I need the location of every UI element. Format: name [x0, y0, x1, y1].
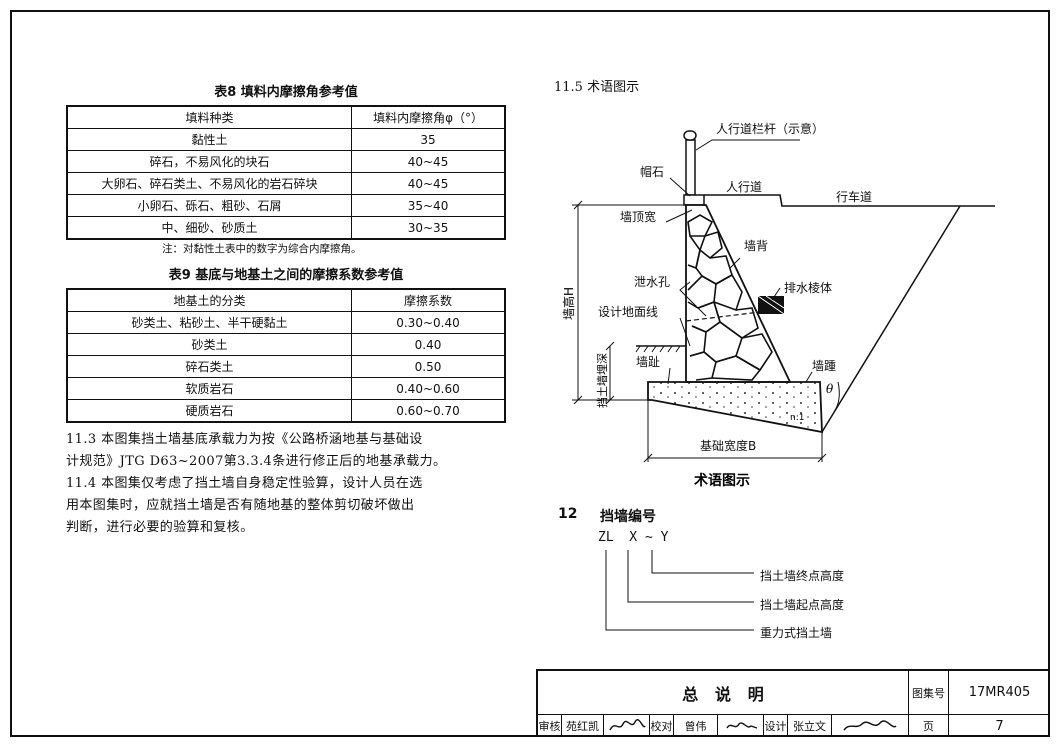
- buried-depth-dimension: [605, 341, 615, 405]
- drain-prism-label: 排水棱体: [784, 280, 832, 295]
- table8-caption: 表8 填料内摩擦角参考值: [214, 85, 358, 100]
- masonry-pattern: [687, 214, 773, 381]
- title-block: 总 说 明 图集号 17MR405 审核 苑红凯 校对 曾伟 设计 张立文 页 …: [536, 669, 1050, 737]
- table9-header-soil: 地基土的分类: [66, 288, 352, 312]
- reviewer-signature: [604, 715, 650, 737]
- retaining-wall-diagram: n:1 θ 墙高H 挡土墙埋深 人行道栏杆（示意） 帽石: [561, 121, 995, 489]
- table-cell-value: 0.40: [350, 333, 506, 356]
- table8-note: 注：对黏性土表中的数字为综合内摩擦角。: [162, 243, 362, 255]
- paragraph-line: 11.4 本图集仅考虑了挡土墙自身稳定性验算，设计人员在选: [66, 476, 423, 491]
- check-label: 校对: [650, 715, 674, 737]
- numbering-code: ZL X ~ Y: [598, 530, 669, 545]
- table-cell-category: 砂类土: [66, 333, 352, 356]
- diagram-caption: 术语图示: [694, 472, 750, 489]
- drain-hole-line: [685, 311, 761, 322]
- wall-back-label: 墙背: [744, 239, 768, 253]
- roadway-label: 行车道: [836, 189, 872, 204]
- page-label: 页: [909, 715, 949, 737]
- paragraph-line: 用本图集时，应就挡土墙是否有随地基的整体剪切破坏做出: [66, 498, 415, 513]
- table8-header-material: 填料种类: [66, 105, 353, 129]
- buried-depth-label: 挡土墙埋深: [595, 353, 609, 408]
- railing-icon: [683, 130, 697, 196]
- table9-header-coefficient: 摩擦系数: [350, 288, 506, 312]
- table-cell-value: 35~40: [351, 194, 506, 217]
- review-label: 审核: [538, 715, 562, 737]
- table-cell-category: 小卵石、砾石、粗砂、石屑: [66, 194, 353, 217]
- section-12-title: 挡墙编号: [600, 509, 656, 525]
- table-cell-value: 40~45: [351, 150, 506, 173]
- checker-name: 曾伟: [674, 715, 718, 737]
- cap-stone-shape: [683, 194, 705, 206]
- atlas-label: 图集号: [909, 671, 949, 715]
- numbering-item-start-height: 挡土墙起点高度: [760, 598, 845, 612]
- top-width-label: 墙顶宽: [620, 209, 656, 224]
- table-cell-value: 0.60~0.70: [350, 399, 506, 423]
- backfill-slope-line: [821, 205, 961, 433]
- table-cell-category: 硬质岩石: [66, 399, 352, 423]
- drawing-frame: [10, 10, 1050, 737]
- table-cell-category: 中、细砂、砂质土: [66, 216, 353, 240]
- numbering-item-end-height: 挡土墙终点高度: [760, 569, 845, 583]
- reviewer-name: 苑红凯: [562, 715, 604, 737]
- section-11-5-title: 11.5 术语图示: [554, 80, 640, 95]
- table-cell-value: 40~45: [351, 172, 506, 195]
- notes-text: 11.3 本图集挡土墙基底承载力为按《公路桥涵地基与基础设 计规范》JTG D6…: [66, 429, 516, 539]
- numbering-item-gravity-wall: 重力式挡土墙: [760, 626, 833, 640]
- slope-label: n:1: [790, 413, 804, 423]
- heel-label: 墙踵: [812, 359, 836, 373]
- table-cell-value: 0.30~0.40: [350, 311, 506, 334]
- table-cell-category: 软质岩石: [66, 377, 352, 400]
- drain-hole-label: 泄水孔: [634, 275, 670, 289]
- base-width-dimension: [643, 400, 827, 463]
- wall-body: [685, 204, 792, 383]
- base-width-label: 基础宽度B: [700, 438, 756, 453]
- table9-caption: 表9 基底与地基土之间的摩擦系数参考值: [168, 268, 404, 283]
- table8-header-angle: 填料内摩擦角φ（°）: [351, 105, 506, 129]
- table-cell-category: 砂类土、粘砂土、半干硬黏土: [66, 311, 352, 334]
- paragraph-line: 11.3 本图集挡土墙基底承载力为按《公路桥涵地基与基础设: [66, 432, 423, 447]
- railing-label: 人行道栏杆（示意）: [716, 121, 824, 136]
- design-ground-label: 设计地面线: [598, 305, 658, 319]
- designer-signature: [832, 715, 909, 737]
- design-label: 设计: [764, 715, 788, 737]
- wall-height-label: 墙高H: [561, 287, 576, 320]
- theta-label: θ: [826, 382, 834, 396]
- foundation-shape: [647, 381, 823, 434]
- table-cell-value: 30~35: [351, 216, 506, 240]
- page-number: 7: [995, 718, 1004, 734]
- cap-stone-label: 帽石: [640, 164, 664, 179]
- table-cell-category: 碎石，不易风化的块石: [66, 150, 353, 173]
- table-cell-category: 碎石类土: [66, 355, 352, 378]
- table-cell-value: 0.40~0.60: [350, 377, 506, 400]
- toe-label: 墙趾: [636, 355, 660, 369]
- checker-signature: [718, 715, 764, 737]
- table-cell-value: 0.50: [350, 355, 506, 378]
- title-block-title: 总 说 明: [538, 671, 909, 715]
- paragraph-line: 计规范》JTG D63~2007第3.3.4条进行修正后的地基承载力。: [66, 454, 447, 469]
- section-12-number: 12: [558, 506, 578, 522]
- table-cell-category: 大卵石、碎石类土、不易风化的岩石碎块: [66, 172, 353, 195]
- road-surface-line: [704, 194, 995, 207]
- sidewalk-label: 人行道: [726, 180, 762, 194]
- atlas-number: 17MR405: [949, 671, 1050, 715]
- designer-name: 张立文: [788, 715, 832, 737]
- table-cell-category: 黏性土: [66, 128, 353, 151]
- paragraph-line: 判断，进行必要的验算和复核。: [66, 520, 254, 535]
- table-cell-value: 35: [351, 128, 506, 151]
- numbering-leaders: [605, 550, 754, 631]
